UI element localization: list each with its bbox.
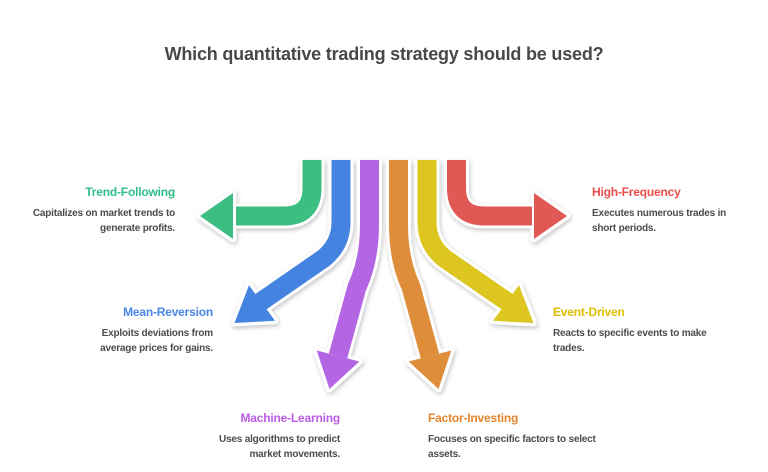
arrow-head-left-icon bbox=[200, 193, 233, 239]
strategy-label: Mean-Reversion bbox=[123, 305, 213, 319]
arrow-trend-following bbox=[196, 160, 325, 243]
arrow-shaft bbox=[328, 160, 379, 359]
strategy-mean-reversion: Mean-Reversion Exploits deviations from … bbox=[73, 305, 213, 356]
arrow-shaft bbox=[447, 160, 532, 226]
strategy-high-frequency: High-Frequency Executes numerous trades … bbox=[592, 185, 742, 236]
arrow-head-down-icon bbox=[408, 350, 452, 389]
strategy-machine-learning: Machine-Learning Uses algorithms to pred… bbox=[190, 411, 340, 462]
strategy-description: Focuses on specific factors to select as… bbox=[428, 434, 596, 461]
strategy-trend-following: Trend-Following Capitalizes on market tr… bbox=[0, 185, 175, 236]
strategy-description: Uses algorithms to predict market moveme… bbox=[219, 434, 340, 461]
arrow-shaft bbox=[236, 160, 322, 226]
arrow-factor-investing bbox=[386, 160, 455, 393]
arrow-head-right-icon bbox=[534, 193, 567, 239]
strategy-description: Executes numerous trades in short period… bbox=[592, 208, 727, 235]
arrow-shaft bbox=[253, 160, 351, 311]
strategy-factor-investing: Factor-Investing Focuses on specific fac… bbox=[428, 411, 598, 462]
strategy-label: High-Frequency bbox=[592, 185, 681, 199]
arrow-head-down-left-icon bbox=[234, 285, 275, 323]
arrow-high-frequency bbox=[444, 160, 571, 243]
diagram-title: Which quantitative trading strategy shou… bbox=[164, 44, 604, 64]
arrow-shaft bbox=[389, 160, 440, 359]
arrow-shaft bbox=[417, 160, 515, 311]
strategy-description: Reacts to specific events to make trades… bbox=[553, 328, 707, 355]
arrow-head-down-icon bbox=[316, 350, 360, 389]
arrow-mean-reversion bbox=[231, 160, 354, 327]
strategy-label: Machine-Learning bbox=[240, 411, 341, 425]
arrow-event-driven bbox=[414, 160, 537, 327]
strategy-event-driven: Event-Driven Reacts to specific events t… bbox=[553, 305, 708, 356]
arrow-machine-learning bbox=[313, 160, 382, 393]
strategy-description: Exploits deviations from average prices … bbox=[100, 328, 213, 355]
strategy-label: Trend-Following bbox=[85, 185, 175, 199]
arrow-head-down-right-icon bbox=[493, 285, 534, 323]
strategy-description: Capitalizes on market trends to generate… bbox=[32, 208, 175, 235]
strategy-label: Factor-Investing bbox=[428, 411, 519, 425]
strategy-label: Event-Driven bbox=[553, 305, 625, 319]
